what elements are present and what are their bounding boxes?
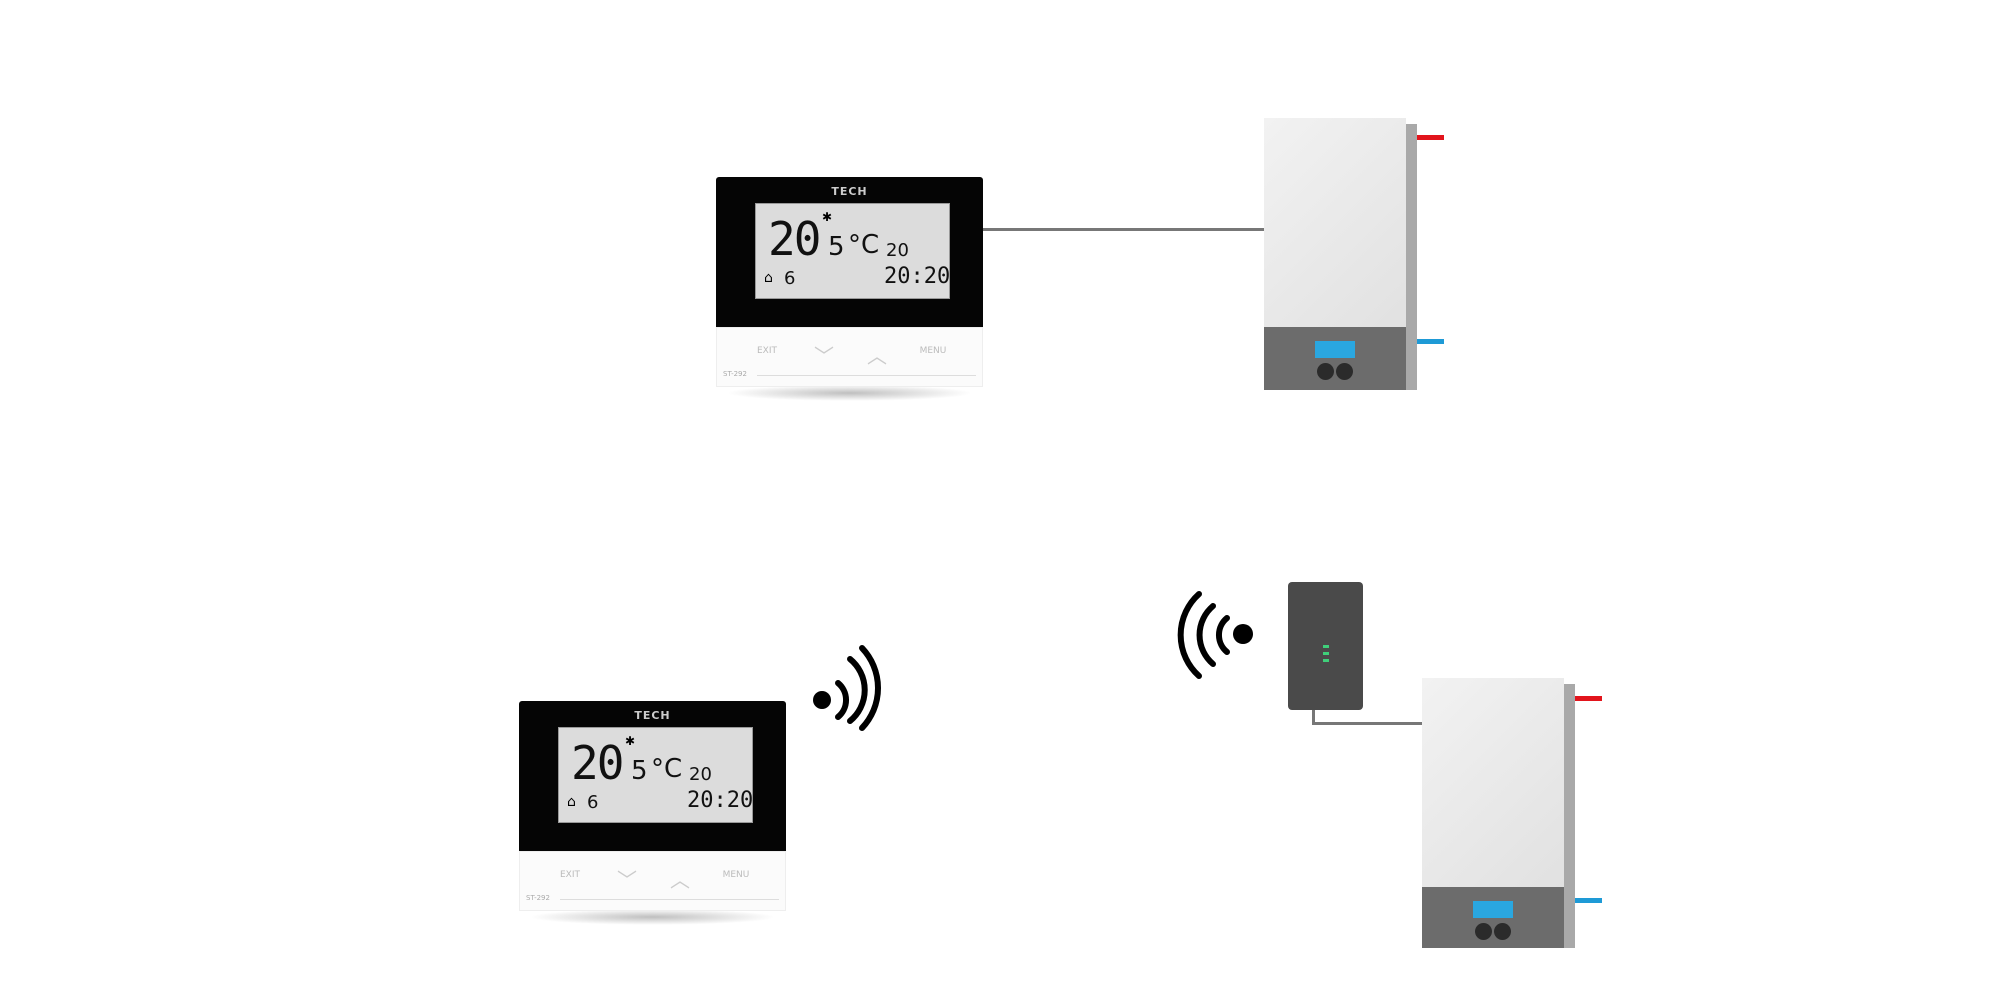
exit-button[interactable]: EXIT (559, 870, 580, 880)
boiler-knob (1475, 923, 1492, 940)
exit-button[interactable]: EXIT (756, 346, 777, 356)
clock: 20:20 (884, 264, 951, 289)
zone-number: 6 (784, 268, 796, 289)
boiler-display (1315, 341, 1355, 358)
lcd-screen: ✱ 20 5 °C 20 ⌂ 6 20:20 (558, 727, 753, 823)
clock: 20:20 (687, 788, 754, 813)
cold-pipe (1417, 339, 1444, 344)
lcd-screen: ✱ 20 5 °C 20 ⌂ 6 20:20 (755, 203, 950, 299)
brand-logo: TECH (831, 185, 868, 198)
status-led (1323, 659, 1329, 662)
cold-pipe (1575, 898, 1602, 903)
button-bar: EXIT ﹀ ︿ MENU ST-292 (519, 851, 786, 911)
boiler-side (1564, 684, 1575, 948)
divider (560, 899, 779, 900)
zone-number: 6 (587, 792, 599, 813)
down-button[interactable]: ﹀ (814, 344, 834, 368)
temperature-decimal: 5 (828, 232, 845, 262)
temperature-main: 20 (768, 212, 821, 266)
shadow (726, 385, 973, 401)
wireless-thermostat: TECH ✱ 20 5 °C 20 ⌂ 6 20:20 EXIT ﹀ ︿ MEN… (519, 701, 786, 925)
wifi-signal-icon (1177, 591, 1253, 679)
brand-logo: TECH (634, 709, 671, 722)
down-button[interactable]: ﹀ (617, 868, 637, 892)
menu-button[interactable]: MENU (722, 870, 750, 880)
button-bar: EXIT ﹀ ︿ MENU ST-292 (716, 327, 983, 387)
thermostat-front: TECH ✱ 20 5 °C 20 ⌂ 6 20:20 (519, 701, 786, 851)
set-temperature: 20 (886, 240, 909, 261)
house-icon: ⌂ (764, 270, 773, 286)
wire (1312, 710, 1315, 724)
wire (1312, 722, 1422, 725)
up-button[interactable]: ︿ (867, 344, 887, 368)
temperature-unit: °C (848, 230, 880, 260)
sun-icon: ✱ (822, 210, 833, 224)
house-icon: ⌂ (567, 794, 576, 810)
temperature-main: 20 (571, 736, 624, 790)
hot-pipe (1417, 135, 1444, 140)
set-temperature: 20 (689, 764, 712, 785)
model-label: ST-292 (526, 894, 550, 902)
model-label: ST-292 (723, 370, 747, 378)
boiler-knob (1494, 923, 1511, 940)
thermostat-front: TECH ✱ 20 5 °C 20 ⌂ 6 20:20 (716, 177, 983, 327)
boiler-panel (1422, 887, 1564, 948)
boiler-panel (1264, 327, 1406, 390)
sun-icon: ✱ (625, 734, 636, 748)
shadow (529, 909, 776, 925)
wire (983, 228, 1264, 231)
boiler-knob (1317, 363, 1334, 380)
status-led (1323, 652, 1329, 655)
temperature-unit: °C (651, 754, 683, 784)
boiler-side (1406, 124, 1417, 390)
receiver-module (1288, 582, 1363, 710)
hot-pipe (1575, 696, 1602, 701)
boiler-knob (1336, 363, 1353, 380)
menu-button[interactable]: MENU (919, 346, 947, 356)
wired-thermostat: TECH ✱ 20 5 °C 20 ⌂ 6 20:20 EXIT ﹀ ︿ MEN… (716, 177, 983, 401)
up-button[interactable]: ︿ (670, 868, 690, 892)
boiler-display (1473, 901, 1513, 918)
wifi-signal-icon (813, 645, 881, 731)
status-led (1323, 645, 1329, 648)
divider (757, 375, 976, 376)
temperature-decimal: 5 (631, 756, 648, 786)
